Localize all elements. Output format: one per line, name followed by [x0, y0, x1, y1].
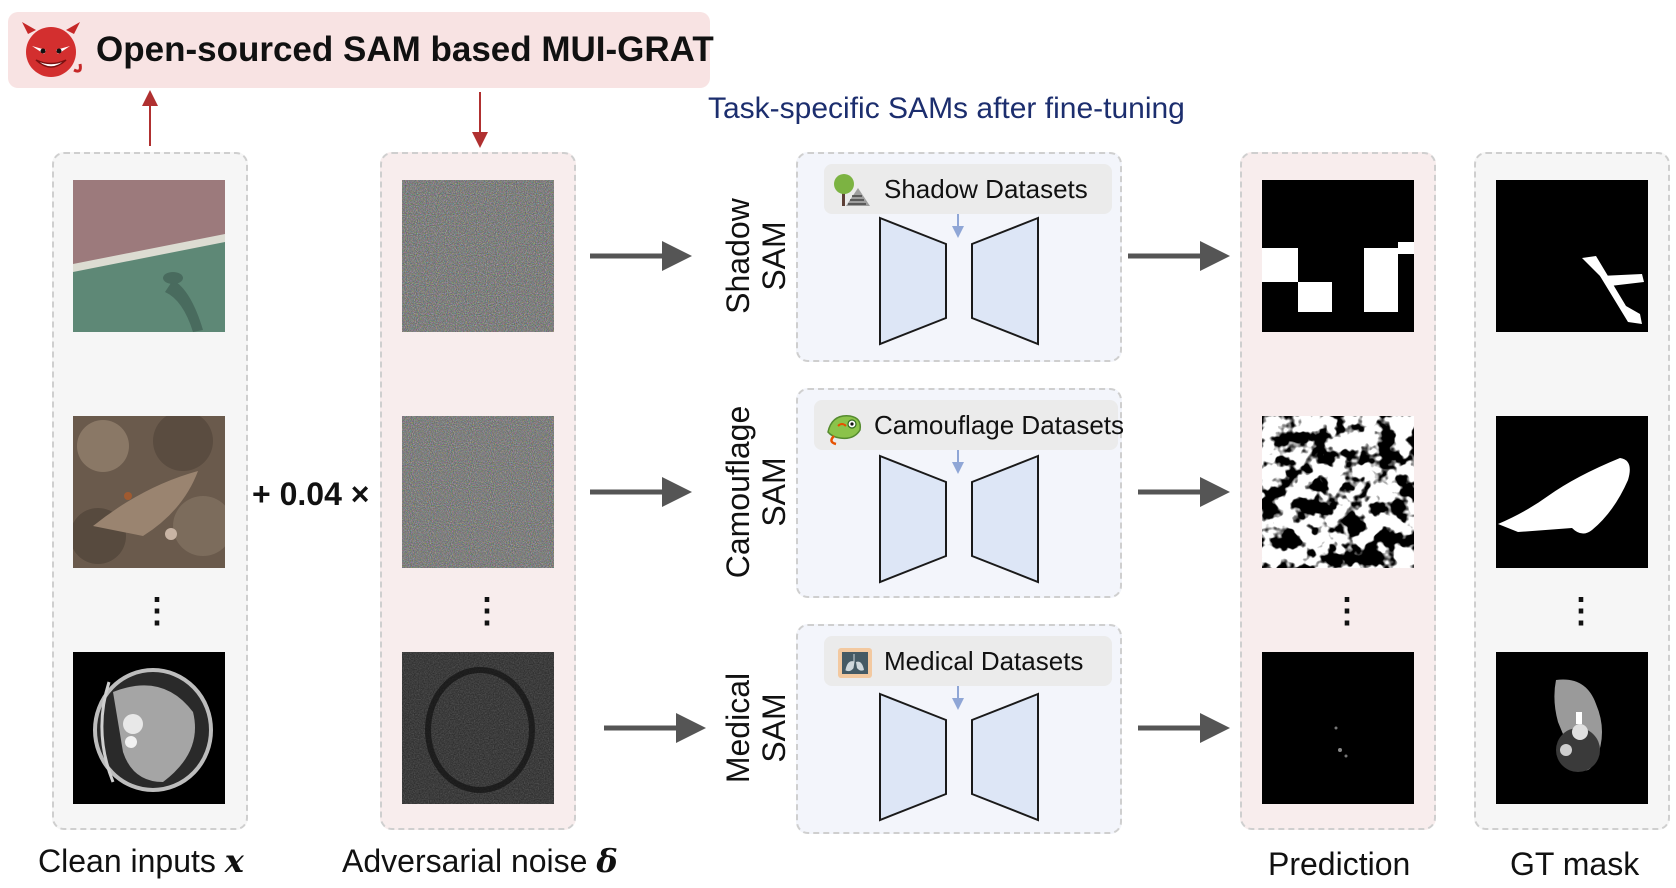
- banner-title: Open-sourced SAM based MUI-GRAT: [96, 30, 714, 69]
- clean-inputs-caption: Clean inputs x: [38, 842, 244, 880]
- camouflage-input-image: [73, 416, 225, 568]
- shadow-encoder-decoder: [879, 214, 1039, 346]
- shadow-gt-mask: [1496, 180, 1648, 332]
- banner: Open-sourced SAM based MUI-GRAT: [8, 12, 714, 88]
- medical-gt-mask: [1496, 652, 1648, 804]
- noise-image-1: [402, 180, 554, 332]
- chameleon-icon: [824, 406, 866, 446]
- noise-multiplier: + 0.04 ×: [252, 476, 370, 512]
- adversarial-noise-caption: Adversarial noise δ: [342, 842, 618, 880]
- camouflage-prediction-mask: [1262, 416, 1414, 568]
- shadow-input-image: [73, 180, 225, 332]
- noise-symbol: δ: [596, 842, 618, 880]
- shadow-prediction-mask: [1262, 180, 1414, 332]
- noise-image-2: [402, 416, 554, 568]
- medical-prediction-mask: [1262, 652, 1414, 804]
- camouflage-dataset-label: Camouflage Datasets: [814, 400, 1124, 450]
- clean-inputs-ellipsis: ⋮: [140, 592, 174, 630]
- medical-dataset-label: Medical Datasets: [824, 636, 1112, 686]
- prediction-caption: Prediction: [1268, 846, 1411, 882]
- camouflage-gt-mask: [1496, 416, 1648, 568]
- gt-mask-caption: GT mask: [1510, 846, 1640, 882]
- devil-icon: [18, 20, 84, 80]
- clean-inputs-text: Clean inputs: [38, 843, 216, 879]
- noise-image-3: [402, 652, 554, 804]
- camouflage-encoder-decoder: [879, 450, 1039, 584]
- clean-input-symbol: x: [224, 842, 244, 880]
- task-title: Task-specific SAMs after fine-tuning: [708, 92, 1185, 125]
- lungs-xray-icon: [834, 642, 876, 682]
- shadow-dataset-label: Shadow Datasets: [824, 164, 1112, 214]
- gt-mask-ellipsis: ⋮: [1564, 592, 1598, 630]
- camouflage-dataset-text: Camouflage Datasets: [874, 409, 1125, 440]
- shadow-icon: [834, 170, 876, 210]
- medical-encoder-decoder: [879, 686, 1039, 822]
- medical-dataset-text: Medical Datasets: [884, 645, 1084, 676]
- noise-ellipsis: ⋮: [470, 592, 504, 630]
- prediction-ellipsis: ⋮: [1330, 592, 1364, 630]
- shadow-dataset-text: Shadow Datasets: [884, 173, 1088, 204]
- medical-input-image: [73, 652, 225, 804]
- adversarial-noise-text: Adversarial noise: [342, 843, 588, 879]
